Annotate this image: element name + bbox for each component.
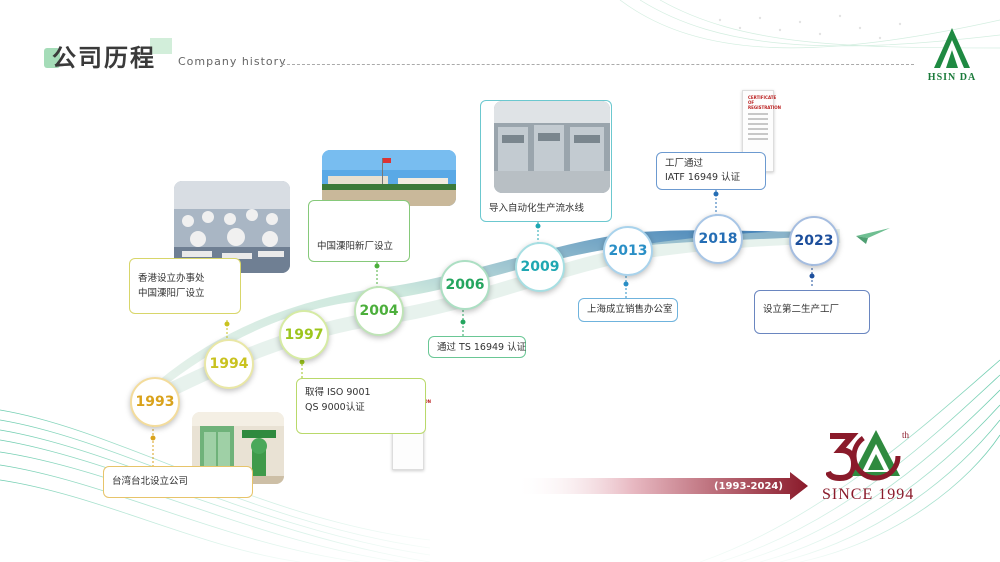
anniversary-30-logo	[826, 430, 901, 482]
title-accent	[150, 38, 172, 54]
milestone-2018-label: 工厂通过 IATF 16949 认证	[656, 152, 766, 190]
title-accent	[44, 48, 60, 68]
milestone-2004-label: 中国溧阳新厂设立	[308, 200, 410, 262]
anniversary-suffix: th	[902, 430, 910, 440]
milestone-1993-label: 台湾台北设立公司	[103, 466, 253, 498]
hsinda-logo-icon	[934, 28, 970, 68]
year-2004: 2004	[354, 286, 404, 336]
milestone-1997-label: 取得 ISO 9001 QS 9000认证	[296, 378, 426, 434]
year-2023: 2023	[789, 216, 839, 266]
anniversary-since: SINCE 1994	[822, 486, 915, 503]
milestone-2023-label: 设立第二生产工厂	[754, 290, 870, 334]
year-2013: 2013	[603, 226, 653, 276]
anniversary-range: (1993-2024)	[714, 481, 783, 492]
milestone-2009-label: 导入自动化生产流水线	[480, 100, 612, 222]
milestone-2006-label: 通过 TS 16949 认证	[428, 336, 526, 358]
year-2018: 2018	[693, 214, 743, 264]
year-1997: 1997	[279, 310, 329, 360]
page-title: 公司历程	[52, 44, 156, 72]
logo-text: HSIN DA	[927, 72, 977, 83]
certificate-heading: CERTIFICATE OF REGISTRATION	[748, 95, 782, 110]
new-factory-photo	[322, 150, 456, 206]
year-1993: 1993	[130, 377, 180, 427]
milestone-1994-label: 香港设立办事处 中国溧阳厂设立	[129, 258, 241, 314]
automation-line-photo	[494, 101, 610, 193]
year-2009: 2009	[515, 242, 565, 292]
page-subtitle: Company history	[178, 55, 287, 68]
milestone-2013-label: 上海成立销售办公室	[578, 298, 678, 322]
header-divider	[282, 64, 914, 65]
year-2006: 2006	[440, 260, 490, 310]
year-1994: 1994	[204, 339, 254, 389]
